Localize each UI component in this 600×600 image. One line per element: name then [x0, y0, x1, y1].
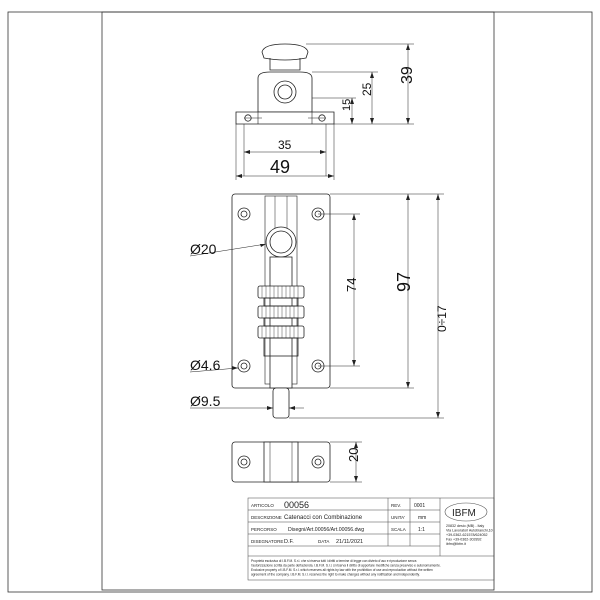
percorso-label: PERCORSO [251, 527, 277, 532]
address-line-4: Fax +39-0362-302892 [446, 538, 481, 542]
keeper-dimensions [330, 441, 362, 483]
unita-value: mm [418, 515, 426, 521]
legal-line-2: l'autorizzazione scritta da parte dell'a… [251, 564, 441, 568]
front-view-dimensions [189, 193, 444, 419]
drawing-frame [101, 11, 495, 591]
scala-value: 1:1 [418, 527, 425, 533]
dim-39: 39 [399, 66, 416, 84]
dim-74: 74 [344, 278, 359, 292]
scala-label: SCALA [391, 527, 406, 532]
rev-label: REV. [391, 503, 401, 508]
legal-line-1: Proprietà esclusiva di I.B.F.M. S.r.l. c… [251, 559, 417, 563]
title-block-lines [247, 497, 495, 581]
dim-hole-diameter: Ø4.6 [190, 357, 221, 373]
dim-25: 25 [360, 82, 374, 96]
articolo-label: ARTICOLO [251, 503, 274, 508]
address-line-1: 20832 desio (MB) - Italy [446, 524, 484, 528]
dim-35: 35 [278, 138, 292, 152]
descrizione-label: DESCRIZIONE [251, 515, 282, 520]
address-line-3: +39-0362-621578/624052 [446, 533, 487, 537]
rev-value: 0001 [414, 503, 425, 509]
dim-15: 15 [341, 99, 353, 111]
dim-bolt-diameter: Ø9.5 [190, 393, 221, 409]
ring-hatching [261, 286, 299, 338]
front-view-arrows [232, 194, 440, 418]
disegnatore-value: D.F. [284, 539, 294, 545]
keeper-view [231, 441, 331, 483]
title-block: ARTICOLO 00056 REV. 0001 DESCRIZIONE Cat… [251, 500, 493, 577]
data-value: 21/11/2021 [336, 539, 363, 545]
dim-knob-diameter: Ø20 [190, 241, 217, 257]
dim-49: 49 [270, 157, 290, 177]
front-view [231, 193, 331, 419]
top-view [235, 43, 335, 125]
top-view-dimensions [235, 43, 414, 180]
address-line-5: ibfm@ibfm.it [446, 542, 466, 546]
logo-text: IBFM [452, 508, 476, 519]
legal-line-4: agreement of the company. I.B.F.M. S.r.l… [251, 573, 420, 577]
articolo-value: 00056 [284, 500, 309, 510]
dim-stroke: 0÷17 [435, 305, 449, 332]
address-line-2: Via Lavoratori Autobianchi,10 [446, 529, 493, 533]
data-label: DATA [318, 539, 329, 544]
unita-label: UNITA' [391, 515, 405, 520]
ibfm-logo [444, 502, 488, 522]
keeper-arrows [354, 442, 358, 482]
disegnatore-label: DISEGNATORE [251, 539, 283, 544]
dim-keeper-20: 20 [346, 448, 361, 462]
legal-line-3: Exclusive property of I.B.F.M. S.r.l. wh… [251, 568, 433, 572]
descrizione-value: Catenacci con Combinazione [284, 515, 363, 521]
percorso-value: Disegni/Art.00056/Art.00056.dwg [288, 527, 364, 533]
top-view-arrows [236, 44, 410, 178]
dim-97: 97 [394, 272, 414, 292]
